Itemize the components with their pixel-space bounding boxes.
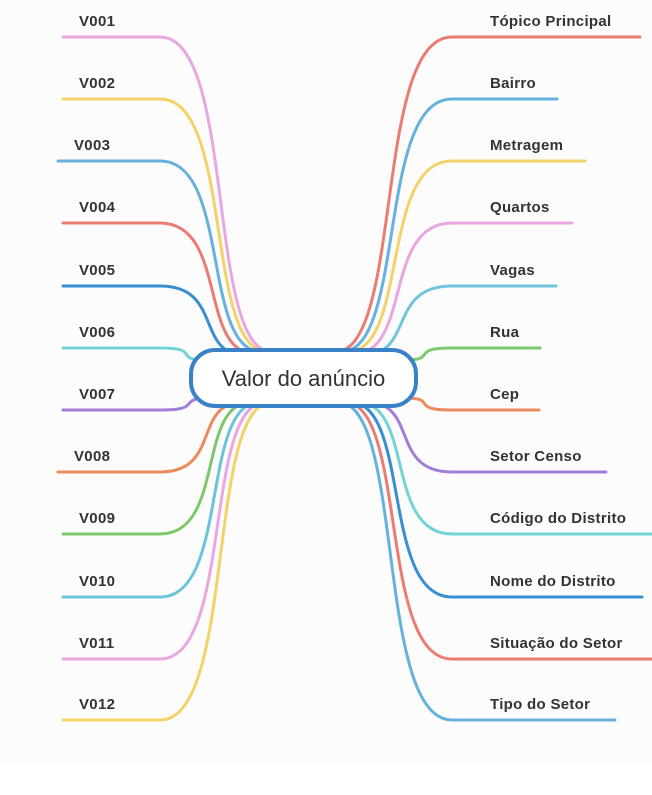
left-branches: V001V002V003V004V005V006V007V008V009V010… [56, 13, 274, 722]
branch-connector [342, 400, 652, 661]
right-branch-1[interactable]: Tópico Principal [333, 13, 642, 354]
central-topic[interactable]: Valor do anúncio [189, 348, 418, 408]
mind-map: V001V002V003V004V005V006V007V008V009V010… [56, 13, 652, 722]
right-branch-12[interactable]: Tipo do Setor [336, 400, 617, 722]
branch-connector [61, 97, 270, 354]
left-branch-5[interactable]: V005 [61, 262, 250, 358]
branch-label: V007 [79, 386, 115, 403]
branch-label: V012 [79, 696, 115, 713]
right-branch-8[interactable]: Setor Censo [364, 400, 608, 474]
left-branch-3[interactable]: V003 [56, 137, 264, 354]
branch-label: V005 [79, 262, 115, 279]
branch-label: V001 [79, 13, 115, 30]
left-branch-2[interactable]: V002 [61, 75, 270, 354]
left-branch-9[interactable]: V009 [61, 400, 254, 536]
branch-connector [61, 400, 268, 661]
branch-label: V002 [79, 75, 115, 92]
right-branch-11[interactable]: Situação do Setor [342, 400, 652, 661]
branch-connector [403, 396, 541, 412]
branch-label: Código do Distrito [490, 510, 626, 527]
branch-connector [336, 400, 617, 722]
right-branch-2[interactable]: Bairro [339, 75, 559, 354]
right-branch-3[interactable]: Metragem [345, 137, 587, 354]
branch-connector [61, 400, 274, 722]
branch-label: Vagas [490, 262, 535, 279]
right-branch-9[interactable]: Código do Distrito [355, 400, 652, 536]
right-branch-10[interactable]: Nome do Distrito [348, 400, 644, 599]
branch-label: V008 [74, 448, 110, 465]
branch-label: Situação do Setor [490, 635, 623, 652]
right-branch-4[interactable]: Quartos [351, 199, 574, 356]
branch-connector [339, 97, 559, 354]
branch-connector [61, 400, 262, 599]
branch-label: Quartos [490, 199, 550, 216]
branch-label: V006 [79, 324, 115, 341]
branch-label: V003 [74, 137, 110, 154]
branch-label: V004 [79, 199, 116, 216]
branch-connector [61, 346, 207, 362]
left-branch-8[interactable]: V008 [56, 400, 246, 474]
branch-label: Setor Censo [490, 448, 582, 465]
branch-connector [355, 400, 652, 536]
branch-connector [403, 346, 542, 362]
left-branch-12[interactable]: V012 [61, 400, 274, 722]
branch-connector [61, 35, 274, 354]
branch-connector [333, 35, 642, 354]
branch-label: Bairro [490, 75, 536, 92]
left-branch-11[interactable]: V011 [61, 400, 268, 661]
left-branch-4[interactable]: V004 [61, 199, 258, 356]
branch-connector [345, 159, 587, 354]
branch-connector [61, 221, 258, 356]
right-branches: Tópico PrincipalBairroMetragemQuartosVag… [333, 13, 652, 722]
left-branch-10[interactable]: V010 [61, 400, 262, 599]
left-branch-1[interactable]: V001 [61, 13, 274, 354]
branch-label: V011 [79, 635, 114, 652]
branch-label: Nome do Distrito [490, 573, 616, 590]
branch-label: V009 [79, 510, 115, 527]
branch-label: V010 [79, 573, 115, 590]
left-branch-7[interactable]: V007 [61, 386, 212, 412]
branch-connector [56, 159, 264, 354]
right-branch-6[interactable]: Rua [403, 324, 542, 362]
right-branch-7[interactable]: Cep [403, 386, 541, 412]
right-branch-5[interactable]: Vagas [358, 262, 558, 358]
branch-connector [61, 400, 254, 536]
branch-label: Rua [490, 324, 520, 341]
branch-connector [348, 400, 644, 599]
branch-label: Tópico Principal [490, 13, 611, 30]
branch-label: Tipo do Setor [490, 696, 590, 713]
left-branch-6[interactable]: V006 [61, 324, 207, 362]
central-topic-label: Valor do anúncio [222, 366, 386, 391]
branch-label: Cep [490, 386, 519, 403]
branch-label: Metragem [490, 137, 563, 154]
branch-connector [351, 221, 574, 356]
central-topic-box[interactable] [189, 348, 418, 408]
